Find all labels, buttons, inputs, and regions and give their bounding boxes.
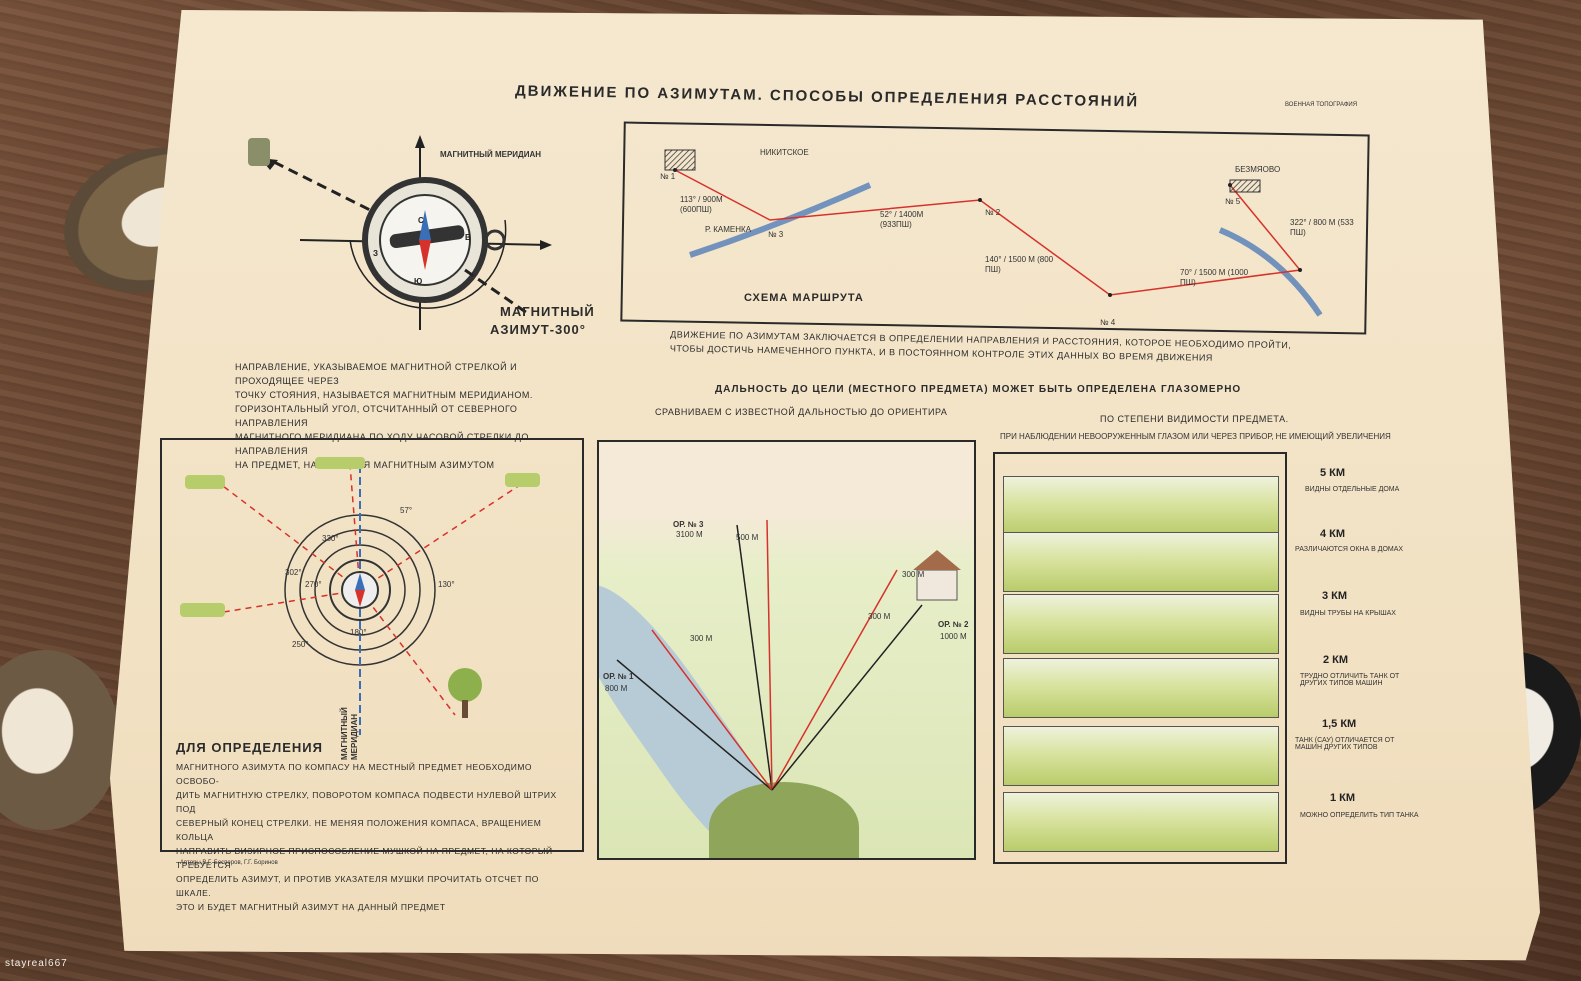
define-line: НАПРАВИТЬ ВИЗИРНОЕ ПРИСПОСОБЛЕНИЕ МУШКОЙ… — [176, 846, 553, 870]
define-line: СЕВЕРНЫЙ КОНЕЦ СТРЕЛКИ. НЕ МЕНЯЯ ПОЛОЖЕН… — [176, 818, 542, 842]
range-mark: 300 М — [690, 634, 713, 643]
angle-label: 180° — [350, 628, 367, 637]
angle-label: 57° — [400, 506, 413, 515]
tank-landscape-frame — [597, 440, 976, 860]
meridian-line: МАГНИТНОГО МЕРИДИАНА ПО ХОДУ ЧАСОВОЙ СТР… — [235, 432, 529, 456]
visibility-strip-2km — [1003, 658, 1279, 718]
route-point: № 1 — [660, 172, 676, 181]
azimuth-diagram — [180, 457, 540, 735]
route-point: № 4 — [1100, 318, 1116, 327]
compass-south: Ю — [414, 277, 423, 286]
route-leg: 113° / 900М (600ПШ) — [680, 195, 723, 214]
tape-roll-bottom-left — [0, 650, 120, 830]
route-leg: 52° / 1400М (933ПШ) — [880, 210, 924, 229]
compass-west: З — [373, 249, 379, 258]
distance-caption: ТАНК (САУ) ОТЛИЧАЕТСЯ ОТ МАШИН ДРУГИХ ТИ… — [1295, 737, 1395, 751]
distance-caption: ВИДНЫ ОТДЕЛЬНЫЕ ДОМА — [1305, 486, 1400, 493]
route-title: СХЕМА МАРШРУТА — [744, 292, 864, 304]
angle-label: 250° — [292, 640, 309, 649]
angle-label: 130° — [438, 580, 455, 589]
corner-label: ВОЕННАЯ ТОПОГРАФИЯ — [1285, 102, 1358, 108]
visibility-sub: ПРИ НАБЛЮДЕНИИ НЕВООРУЖЕННЫМ ГЛАЗОМ ИЛИ … — [1000, 432, 1391, 441]
landmark-label: ОР. № 2 — [938, 620, 969, 629]
distance-km: 2 КМ — [1323, 654, 1349, 666]
visibility-strip-5km — [1003, 476, 1279, 536]
sight-lines — [616, 519, 961, 791]
visibility-text: ПО СТЕПЕНИ ВИДИМОСТИ ПРЕДМЕТА. — [1100, 414, 1289, 424]
visibility-strip-3km — [1003, 594, 1279, 654]
compass-east: В — [465, 233, 471, 242]
credits: Авторы В.Г. Бесперов, Г.Г. Боринов — [180, 860, 278, 866]
place-nikitskoe: НИКИТСКОЕ — [760, 148, 809, 157]
landmark-distance: 1000 М — [940, 632, 967, 641]
visibility-strip-1-5km — [1003, 726, 1279, 786]
angle-label: 270° — [305, 580, 322, 589]
angle-label: 302° — [285, 568, 302, 577]
compass-illustration — [259, 135, 552, 330]
visibility-strip-4km — [1003, 532, 1279, 592]
distance-caption: ВИДНЫ ТРУБЫ НА КРЫШАХ — [1300, 610, 1396, 617]
tank-turret — [709, 782, 859, 858]
landmark-distance: 800 М — [605, 684, 628, 693]
landmark-label: ОР. № 1 — [603, 672, 634, 681]
range-heading: ДАЛЬНОСТЬ ДО ЦЕЛИ (МЕСТНОГО ПРЕДМЕТА) МО… — [715, 384, 1242, 395]
place-kamenka: Р. КАМЕНКА — [705, 225, 752, 234]
range-mark: 300 М — [868, 612, 891, 621]
route-scheme-map — [664, 149, 1323, 317]
watermark: stayreal667 — [5, 958, 68, 969]
define-text: МАГНИТНОГО АЗИМУТА ПО КОМПАСУ НА МЕСТНЫЙ… — [176, 760, 576, 914]
distance-caption: РАЗЛИЧАЮТСЯ ОКНА В ДОМАХ — [1295, 546, 1404, 553]
meridian-line: НАПРАВЛЕНИЕ, УКАЗЫВАЕМОЕ МАГНИТНОЙ СТРЕЛ… — [235, 362, 518, 386]
compare-text: СРАВНИВАЕМ С ИЗВЕСТНОЙ ДАЛЬНОСТЬЮ ДО ОРИ… — [655, 407, 948, 417]
meridian-line: ГОРИЗОНТАЛЬНЫЙ УГОЛ, ОТСЧИТАННЫЙ ОТ СЕВЕ… — [235, 404, 518, 428]
landmark-distance: 3100 М — [676, 530, 703, 539]
distance-caption: ТРУДНО ОТЛИЧИТЬ ТАНК ОТ ДРУГИХ ТИПОВ МАШ… — [1300, 673, 1400, 687]
soldier-icon — [248, 138, 270, 166]
route-leg: 70° / 1500 М (1000 ПШ) — [1180, 268, 1249, 287]
compass-meridian-label: МАГНИТНЫЙ МЕРИДИАН — [440, 150, 542, 159]
place-bezmyaovo: БЕЗМЯОВО — [1235, 165, 1281, 174]
azimuth-label-1: МАГНИТНЫЙ — [500, 304, 595, 319]
azimuth-label-2: АЗИМУТ-300° — [490, 322, 586, 337]
azimuth-diagram-frame — [160, 438, 584, 852]
define-heading: ДЛЯ ОПРЕДЕЛЕНИЯ — [176, 740, 323, 755]
route-leg: 140° / 1500 М (800 ПШ) — [985, 255, 1054, 274]
distance-caption: МОЖНО ОПРЕДЕЛИТЬ ТИП ТАНКА — [1300, 812, 1419, 819]
define-line: МАГНИТНОГО АЗИМУТА ПО КОМПАСУ НА МЕСТНЫЙ… — [176, 762, 533, 786]
visibility-strip-1km — [1003, 792, 1279, 852]
compass-north: С — [418, 216, 424, 225]
route-point: № 2 — [985, 208, 1001, 217]
range-mark: 300 М — [902, 570, 925, 579]
route-point: № 5 — [1225, 197, 1241, 206]
distance-km: 1,5 КМ — [1322, 718, 1357, 730]
distance-km: 4 КМ — [1320, 528, 1346, 540]
distance-km: 1 КМ — [1330, 792, 1356, 804]
angle-label: 330° — [322, 534, 339, 543]
route-leg: 322° / 800 М (533 ПШ) — [1290, 218, 1354, 237]
landmark-label: ОР. № 3 — [673, 520, 704, 529]
define-line: ДИТЬ МАГНИТНУЮ СТРЕЛКУ, ПОВОРОТОМ КОМПАС… — [176, 790, 557, 814]
distance-km: 3 КМ — [1322, 590, 1348, 602]
distance-km: 5 КМ — [1320, 467, 1346, 479]
meridian-line: ТОЧКУ СТОЯНИЯ, НАЗЫВАЕТСЯ МАГНИТНЫМ МЕРИ… — [235, 390, 533, 400]
define-line: ЭТО И БУДЕТ МАГНИТНЫЙ АЗИМУТ НА ДАННЫЙ П… — [176, 902, 446, 912]
visibility-frame — [993, 452, 1287, 864]
define-line: ОПРЕДЕЛИТЬ АЗИМУТ, И ПРОТИВ УКАЗАТЕЛЯ МУ… — [176, 874, 539, 898]
diagram-meridian-label: МАГНИТНЫЙ МЕРИДИАН — [340, 707, 359, 760]
route-point: № 3 — [768, 230, 784, 239]
range-mark: 500 М — [736, 533, 759, 542]
